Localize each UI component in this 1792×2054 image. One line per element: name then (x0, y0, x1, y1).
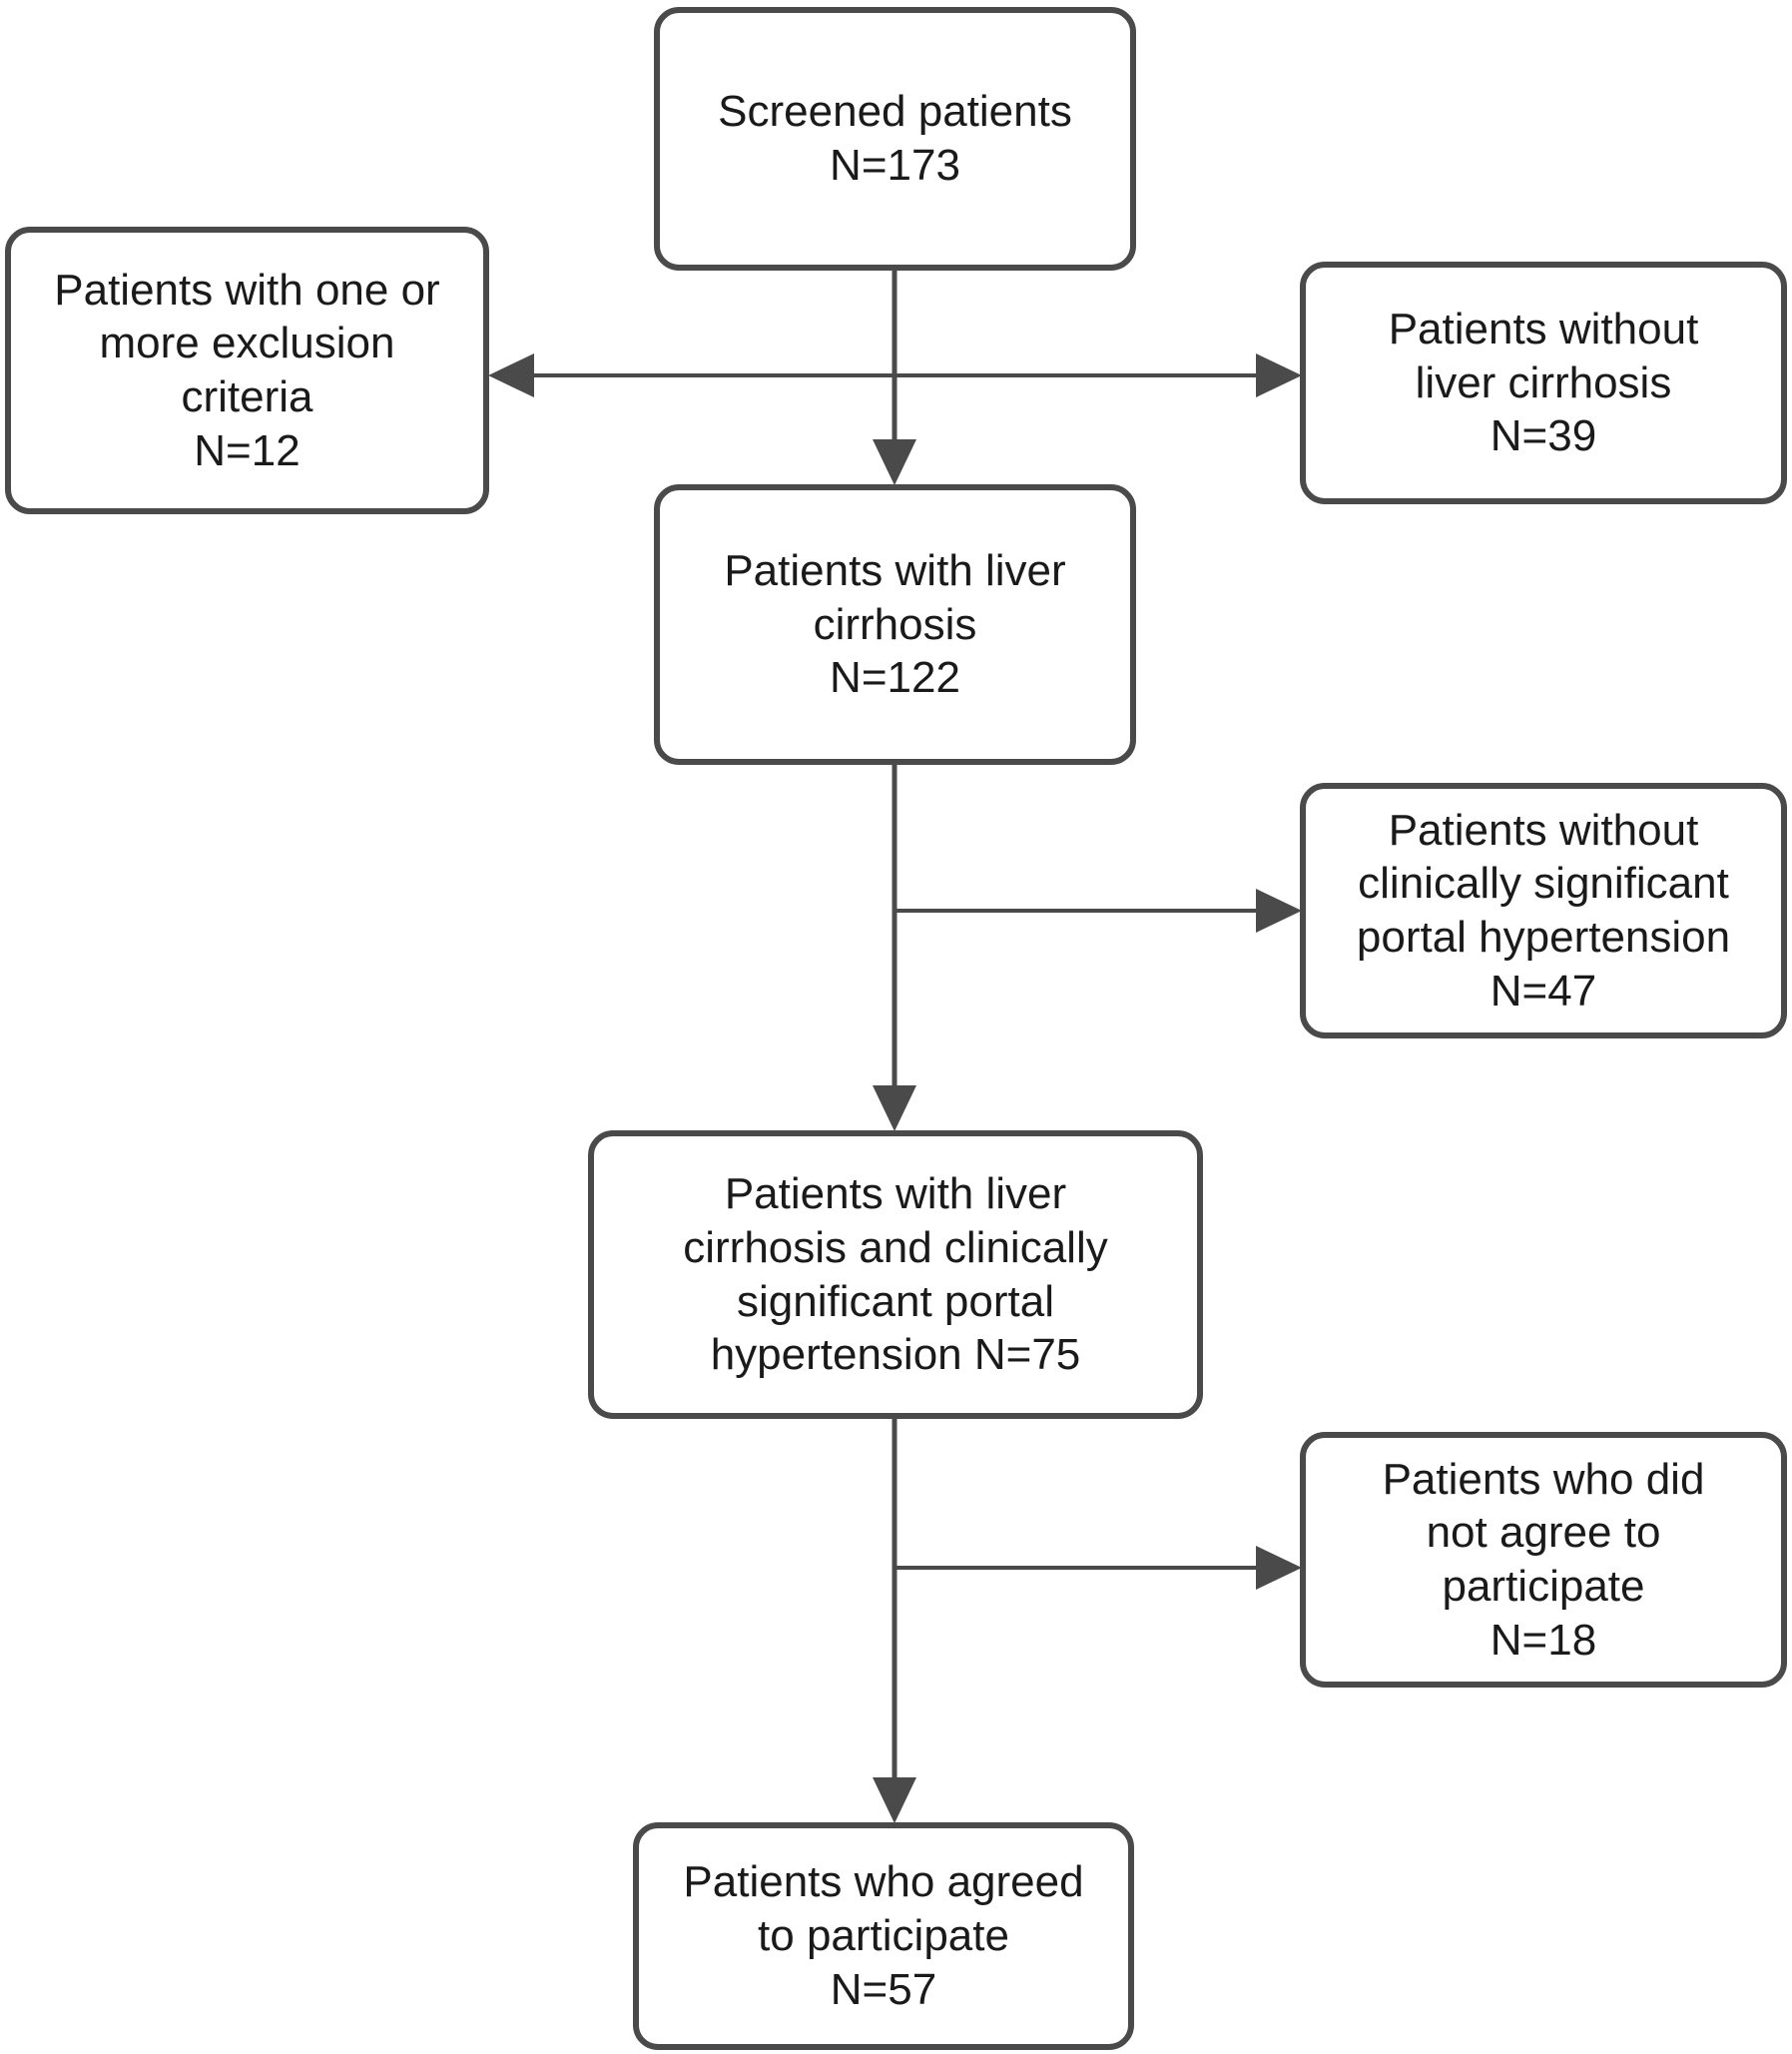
edge-cirrhosis-to-no-csph (895, 889, 1302, 933)
arrow-head-right-icon (1256, 1546, 1302, 1590)
cirrhosis-and-csph-box[interactable] (588, 1130, 1203, 1419)
arrow-head-right-icon (1256, 353, 1302, 397)
edge-csph-to-declined (895, 1546, 1302, 1590)
edge-cirrhosis-to-cirrhosis-csph (873, 762, 916, 1131)
did-not-agree-box[interactable] (1300, 1432, 1787, 1688)
agreed-to-participate-box[interactable] (633, 1822, 1134, 2050)
without-liver-cirrhosis-box[interactable] (1300, 262, 1787, 504)
without-csph-box[interactable] (1300, 783, 1787, 1038)
edge-screened-to-cirrhosis (873, 268, 916, 485)
arrow-head-left-icon (488, 353, 534, 397)
arrow-head-down-icon (873, 439, 916, 485)
with-liver-cirrhosis-box[interactable] (654, 484, 1136, 765)
edge-screened-to-exclusion (488, 353, 895, 397)
exclusion-criteria-box[interactable] (5, 227, 489, 514)
arrow-head-right-icon (1256, 889, 1302, 933)
edge-csph-to-agreed (873, 1416, 916, 1823)
arrow-head-down-icon (873, 1085, 916, 1131)
screened-patients-box[interactable] (654, 7, 1136, 271)
arrow-head-down-icon (873, 1777, 916, 1823)
edge-screened-to-no-cirrhosis (895, 353, 1302, 397)
